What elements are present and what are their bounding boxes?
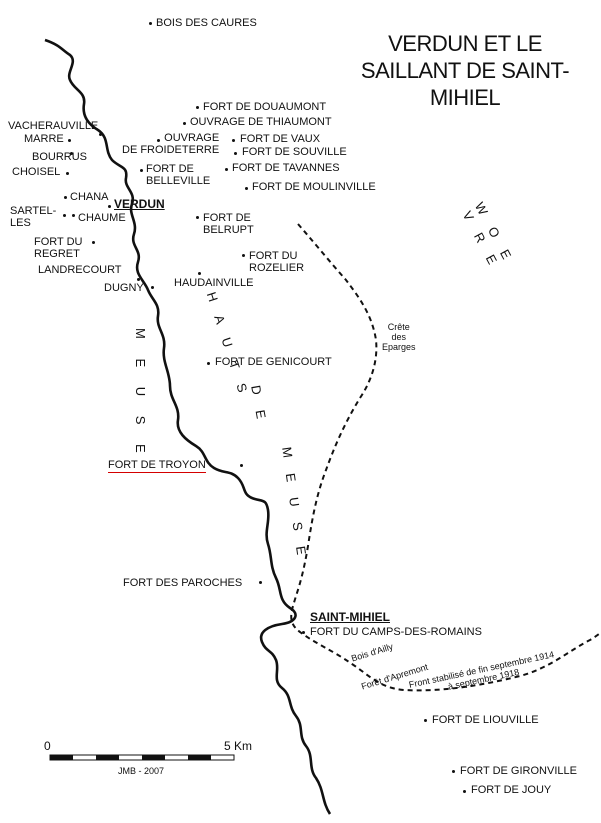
bourrus-marker	[70, 152, 73, 155]
fort-souville-marker	[234, 152, 237, 155]
meuse-river	[44, 38, 332, 815]
fort-vaux-marker	[232, 139, 235, 142]
fort-gironville-label: FORT DE GIRONVILLE	[460, 765, 577, 777]
fort-belleville-label: FORT DE BELLEVILLE	[146, 163, 211, 187]
fort-troyon-marker	[240, 464, 243, 467]
dugny-marker	[151, 286, 154, 289]
fort-belrupt-marker	[196, 216, 199, 219]
bois-des-caures-label: BOIS DES CAURES	[156, 17, 257, 29]
fort-jouy-label: FORT DE JOUY	[471, 784, 552, 796]
fort-gironville-marker	[452, 770, 455, 773]
meuse-river-label: M E U S E	[133, 328, 148, 461]
fort-moulinville-label: FORT DE MOULINVILLE	[252, 181, 376, 193]
fort-paroches-marker	[259, 581, 262, 584]
landrecourt-label: LANDRECOURT	[38, 264, 122, 276]
fort-tavannes-marker	[225, 168, 228, 171]
sartel-marker	[63, 214, 66, 217]
vacherauville-label: VACHERAUVILLE	[8, 120, 99, 132]
fort-tavannes-label: FORT DE TAVANNES	[232, 162, 340, 174]
marre-label: MARRE	[24, 133, 64, 145]
fort-belleville-marker	[140, 169, 143, 172]
fort-liouville-marker	[424, 719, 427, 722]
chana-label: CHANA	[70, 191, 109, 203]
verdun-label: VERDUN	[114, 197, 165, 211]
scale-end-label: 5 Km	[224, 739, 253, 753]
fort-paroches-label: FORT DES PAROCHES	[123, 577, 243, 589]
fort-genicourt-marker	[207, 362, 210, 365]
vacherauville-marker	[99, 133, 102, 136]
choisel-marker	[66, 172, 69, 175]
fort-regret-marker	[92, 241, 95, 244]
bois-des-caures-marker	[149, 22, 152, 25]
fort-regret-label: FORT DU REGRET	[34, 236, 83, 260]
fort-genicourt-label: FORT DE GENICOURT	[215, 356, 332, 368]
fort-jouy-marker	[463, 790, 466, 793]
saint-mihiel-label: SAINT-MIHIEL	[310, 610, 390, 624]
sartel-les-label: SARTEL- LES	[10, 205, 57, 229]
choisel-label: CHOISEL	[12, 166, 61, 178]
map-credit: JMB - 2007	[118, 766, 165, 776]
fort-douaumont-label: FORT DE DOUAUMONT	[203, 101, 327, 113]
fort-liouville-label: FORT DE LIOUVILLE	[432, 714, 539, 726]
haudainville-label: HAUDAINVILLE	[174, 277, 254, 289]
fort-souville-label: FORT DE SOUVILLE	[242, 146, 347, 158]
chaume-marker	[72, 214, 75, 217]
chaume-label: CHAUME	[78, 212, 126, 224]
ouvrage-thiaumont-label: OUVRAGE DE THIAUMONT	[190, 116, 332, 128]
fort-rozelier-marker	[242, 254, 245, 257]
fort-vaux-label: FORT DE VAUX	[240, 133, 321, 145]
ouvrage-froideterre-label: OUVRAGE DE FROIDETERRE	[122, 132, 220, 156]
fort-troyon-label: FORT DE TROYON	[108, 459, 206, 473]
fort-belrupt-label: FORT DE BELRUPT	[203, 212, 254, 236]
ouvrage-froideterre-marker	[157, 139, 160, 142]
fort-camps-romains-label: FORT DU CAMPS-DES-ROMAINS	[310, 626, 482, 638]
scale-start-label: 0	[44, 739, 51, 753]
landrecourt-marker	[137, 278, 140, 281]
haudainville-marker	[198, 272, 201, 275]
crete-eparges-label: Crête des Eparges	[382, 322, 416, 352]
chana-marker	[64, 196, 67, 199]
map-title: VERDUN ET LE SAILLANT DE SAINT-MIHIEL	[360, 31, 570, 110]
fort-douaumont-marker	[196, 106, 199, 109]
verdun-marker	[108, 205, 111, 208]
scale-bar	[49, 754, 235, 761]
ouvrage-thiaumont-marker	[183, 122, 186, 125]
fort-rozelier-label: FORT DU ROZELIER	[249, 250, 305, 274]
marre-marker	[68, 139, 71, 142]
fort-moulinville-marker	[245, 187, 248, 190]
bourrus-label: BOURRUS	[32, 151, 88, 163]
dugny-label: DUGNY	[104, 282, 144, 294]
fort-camps-romains-marker	[302, 631, 305, 634]
